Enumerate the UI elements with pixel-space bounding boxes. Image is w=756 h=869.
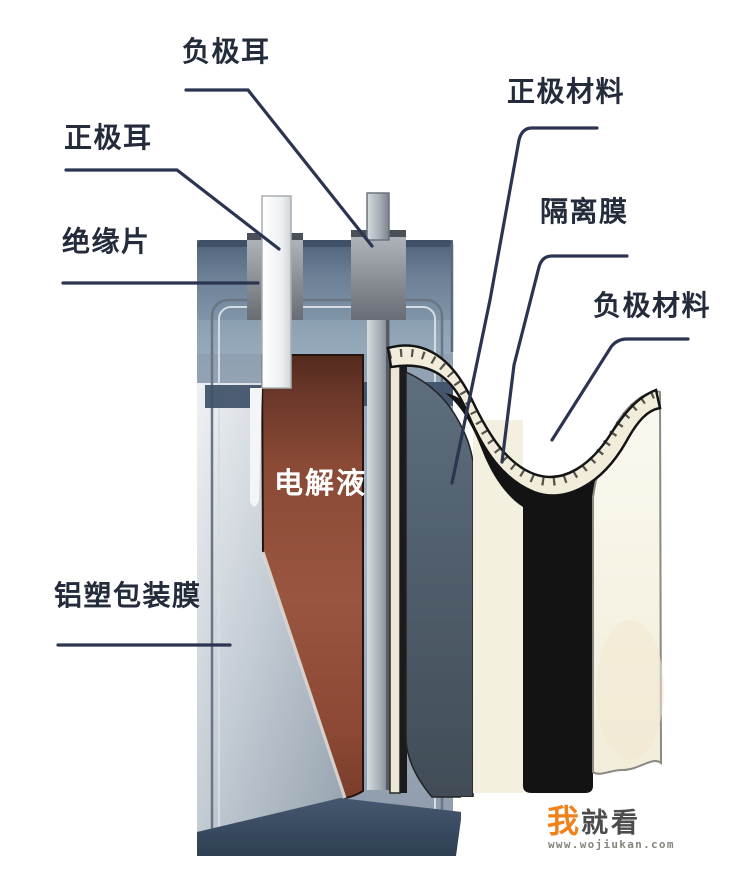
label-cathode-material: 正极材料 [507, 76, 626, 107]
positive-tab-taper [250, 388, 262, 507]
leader-anode-material [550, 337, 690, 442]
label-positive-tab: 正极耳 [64, 122, 153, 153]
negative-tab-holder [351, 230, 406, 320]
sheet-hatch-marks [388, 348, 659, 486]
label-aluminum-plastic-film: 铝塑包装膜 [54, 580, 202, 611]
casing-top-edge [197, 240, 453, 247]
leader-cathode-material [450, 126, 599, 485]
leader-separator-film [500, 254, 629, 464]
label-insulation-sheet: 绝缘片 [62, 226, 151, 257]
leader-negative-tab [184, 88, 374, 248]
casing-bottom-seal [197, 798, 462, 856]
anode-thin-strip [400, 347, 407, 793]
casing-top-seal [197, 240, 453, 322]
electrolyte-region [260, 354, 364, 800]
label-negative-tab: 负极耳 [182, 36, 271, 67]
positive-tab [261, 195, 292, 389]
watermark-brand-accent-char: 我 [547, 803, 580, 839]
cathode-material-layer [405, 370, 474, 798]
negative-tab-strip [367, 193, 389, 790]
label-anode-material: 负极材料 [593, 290, 712, 321]
watermark-brand: 我 就看 [547, 805, 756, 837]
cutaway-highlight-edge [261, 551, 347, 799]
negative-tab-top [366, 192, 390, 241]
watermark-url: www.wojiukan.com [548, 838, 675, 851]
leader-lines [56, 88, 690, 647]
label-separator-film: 隔离膜 [540, 196, 629, 227]
label-electrolyte: 电解液 [274, 468, 368, 500]
casing-front-face [197, 383, 345, 856]
leader-positive-tab [64, 168, 281, 251]
watermark: 我 就看 www.wojiukan.com [461, 797, 756, 869]
anode-material-layer [445, 393, 622, 793]
separator-thin-strip [389, 346, 401, 794]
watermark-brand-text: 就看 [581, 808, 642, 838]
